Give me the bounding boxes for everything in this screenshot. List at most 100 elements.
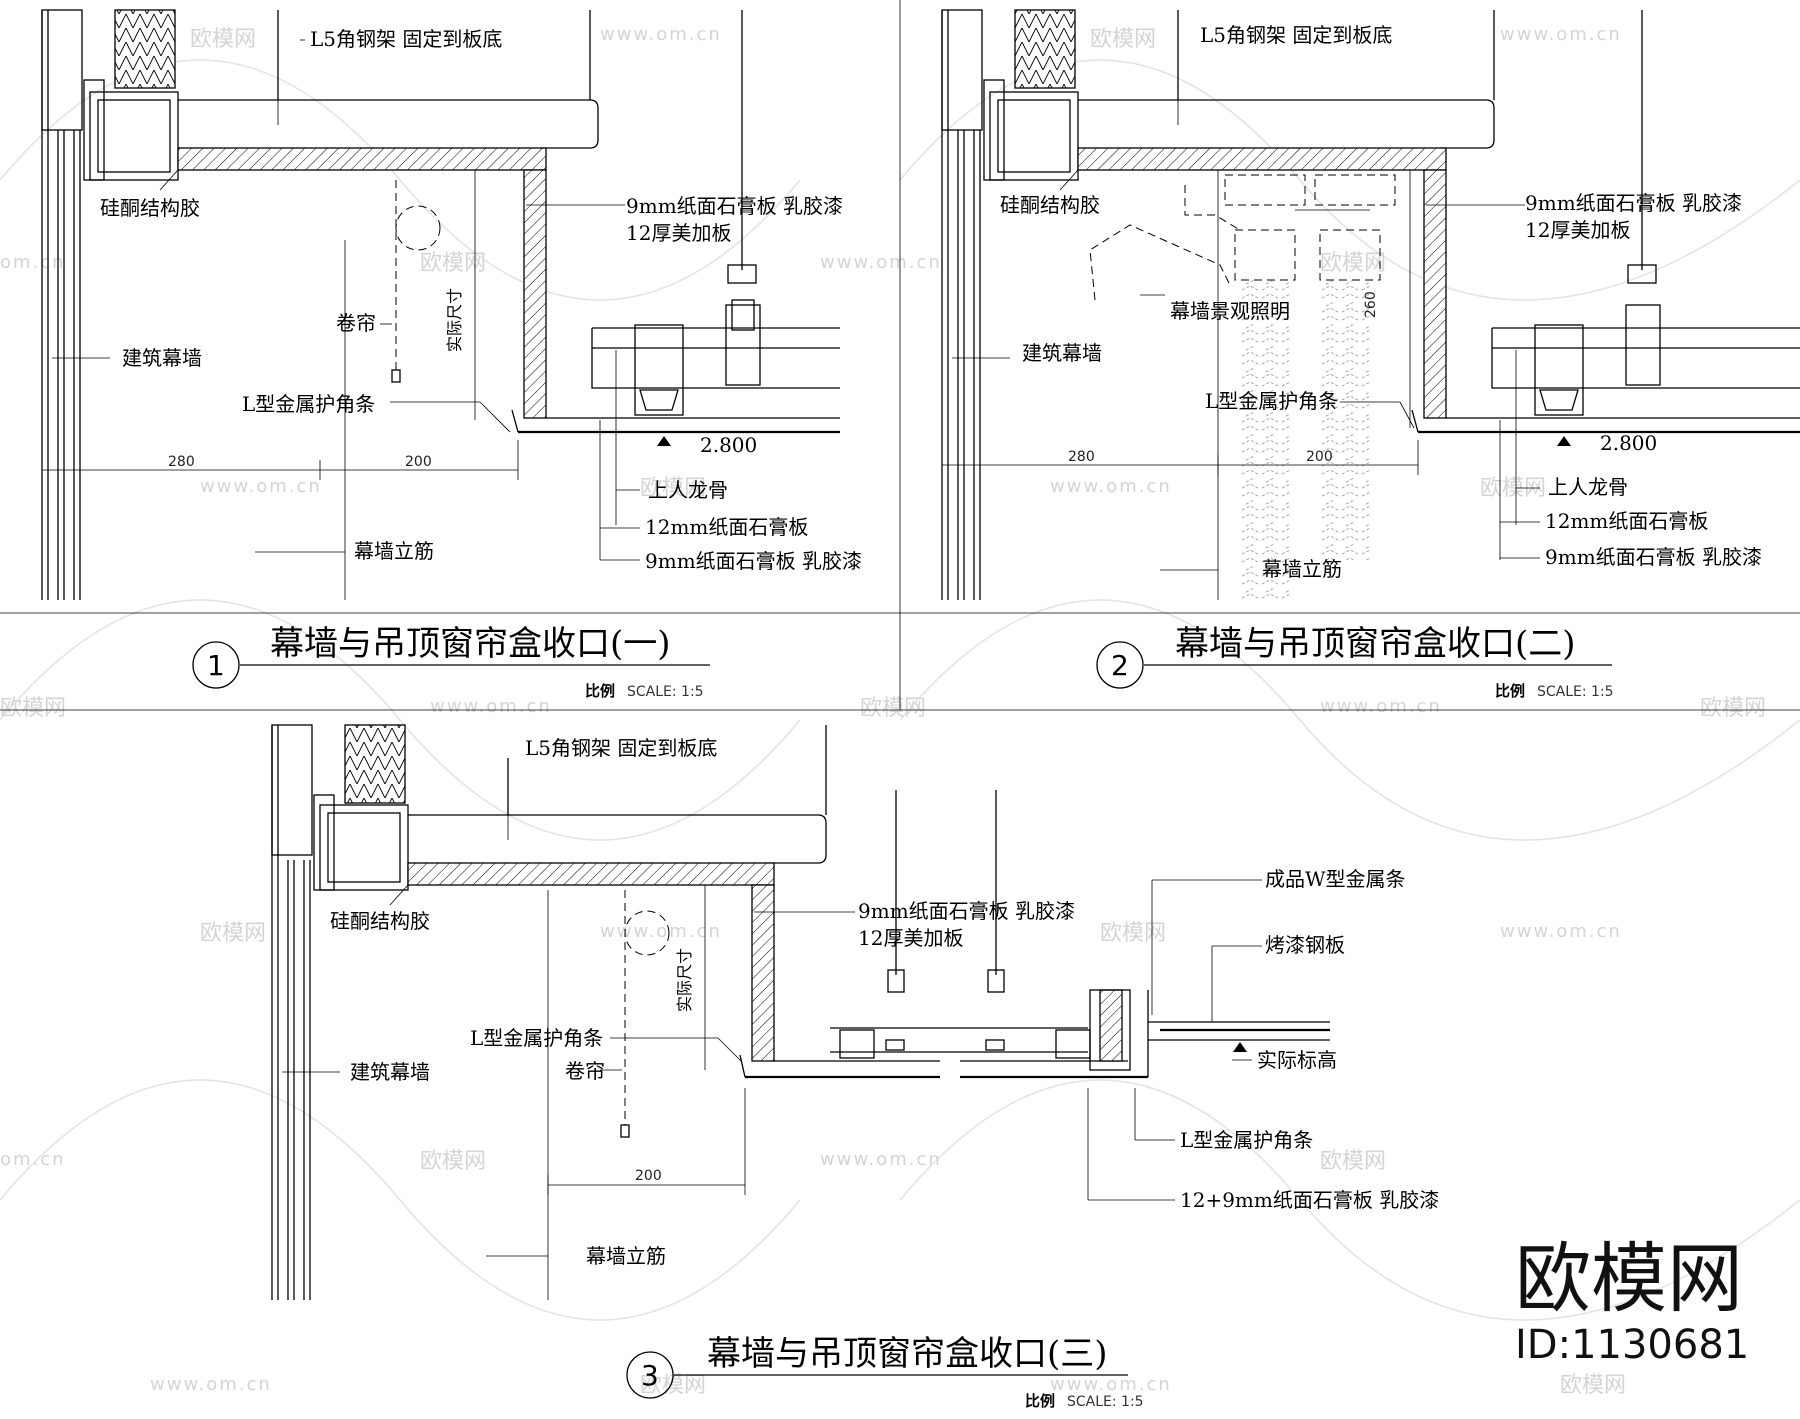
detail-number-circle [626, 1351, 674, 1399]
label-curtain-wall: 建筑幕墙 [1022, 341, 1102, 365]
label-silicone: 硅酮结构胶 [1000, 193, 1100, 217]
insulation-block [114, 9, 176, 89]
level-marker [657, 436, 671, 446]
curtain-wall-profile [941, 9, 1079, 600]
slab-outline [408, 814, 827, 864]
detail-number: 2 [1111, 649, 1129, 682]
label-gypsum-9mm: 9mm纸面石膏板 乳胶漆 [645, 549, 862, 573]
label-mullion: 幕墙立筋 [586, 1244, 666, 1268]
curtain-wall-profile [41, 9, 179, 600]
access-keel [634, 324, 684, 416]
label-actual-size: 实际尺寸 [445, 288, 464, 352]
label-actual-level: 实际标高 [1257, 1048, 1337, 1072]
detail-2: 280 200 260 2.800 L5角钢架 固定到板底 硅酮结构胶 9mm纸… [941, 9, 1800, 700]
leader-lines [52, 39, 640, 561]
dimension-280: 280 [1068, 449, 1095, 465]
watermark-brand: 欧模网 [1480, 476, 1546, 501]
landscape-lighting [1089, 174, 1396, 600]
detail-title: 幕墙与吊顶窗帘盒收口(三) [707, 1334, 1108, 1374]
label-curtain-wall: 建筑幕墙 [122, 346, 202, 370]
label-silicone: 硅酮结构胶 [330, 909, 430, 933]
label-corner-strip: L型金属护角条 [242, 392, 375, 416]
leader-lines [282, 815, 1262, 1257]
watermark-url: www.om.cn [1050, 1374, 1172, 1395]
watermark-brand: 欧模网 [1560, 1373, 1626, 1398]
level-value: 2.800 [700, 433, 757, 457]
detail-number-circle [192, 641, 240, 689]
watermark-brand: 欧模网 [1090, 27, 1156, 52]
watermark-brand: 欧模网 [0, 696, 66, 721]
watermark-url: www.om.cn [1320, 696, 1442, 717]
watermark-brand: 欧模网 [640, 476, 706, 501]
insulation-block [1014, 9, 1076, 89]
label-angle-steel: L5角钢架 固定到板底 [1200, 23, 1392, 47]
label-curtain-wall: 建筑幕墙 [350, 1060, 430, 1084]
label-gypsum-combo: 12+9mm纸面石膏板 乳胶漆 [1180, 1188, 1439, 1212]
label-access-keel: 上人龙骨 [1548, 475, 1628, 499]
watermark-url: www.om.cn [1500, 921, 1622, 942]
label-corner-strip: L型金属护角条 [1205, 389, 1338, 413]
label-access-keel: 上人龙骨 [648, 478, 728, 502]
watermark-url: www.om.cn [200, 476, 322, 497]
label-mullion: 幕墙立筋 [1262, 557, 1342, 581]
brand-mark: 欧模网 ID:1130681 [1515, 1234, 1749, 1368]
detail-number: 1 [207, 649, 225, 682]
label-roller-blind: 卷帘 [565, 1059, 605, 1083]
access-keel [839, 1029, 875, 1059]
label-gypsum-12mm: 12mm纸面石膏板 [1545, 509, 1708, 533]
detail-number: 3 [641, 1359, 659, 1392]
label-board-9mm: 9mm纸面石膏板 乳胶漆 [1525, 191, 1742, 215]
label-angle-steel: L5角钢架 固定到板底 [310, 27, 502, 51]
label-w-strip: 成品W型金属条 [1265, 867, 1406, 891]
ceiling-board [407, 862, 775, 886]
scale-value: SCALE: 1:5 [1537, 684, 1614, 700]
watermark-url: www.om.cn [1050, 476, 1172, 497]
detail-title: 幕墙与吊顶窗帘盒收口(二) [1175, 624, 1576, 664]
label-roller-blind: 卷帘 [336, 311, 376, 335]
label-angle-steel: L5角钢架 固定到板底 [525, 736, 717, 760]
roller-blind-symbol [395, 205, 441, 251]
curtain-box-side [523, 169, 547, 419]
insulation-block [344, 724, 406, 804]
label-corner-strip-right: L型金属护角条 [1180, 1128, 1313, 1152]
label-board-12: 12厚美加板 [1525, 218, 1630, 242]
scale-value: SCALE: 1:5 [1067, 1394, 1144, 1410]
scale-value: SCALE: 1:5 [627, 684, 704, 700]
detail-title: 幕墙与吊顶窗帘盒收口(一) [270, 624, 671, 664]
curtain-box-side [751, 884, 775, 1062]
watermark-brand: 欧模网 [420, 251, 486, 276]
brand-logo-text: 欧模网 [1515, 1234, 1743, 1323]
watermark-brand: 欧模网 [1100, 921, 1166, 946]
watermark-brand: 欧模网 [1700, 696, 1766, 721]
label-painted-steel: 烤漆钢板 [1265, 933, 1345, 957]
label-gypsum-9mm: 9mm纸面石膏板 乳胶漆 [1545, 545, 1762, 569]
watermark-brand: 欧模网 [420, 1149, 486, 1174]
label-board-9mm: 9mm纸面石膏板 乳胶漆 [626, 194, 843, 218]
dimension-200: 200 [1306, 449, 1333, 465]
dimension-260: 260 [1363, 291, 1379, 318]
watermark-layer: 欧模网 www.om.cn 欧模网 www.om.cn om.cn 欧模网 ww… [0, 24, 1800, 1398]
label-actual-size: 实际尺寸 [675, 948, 694, 1012]
slab-outline [1078, 99, 1495, 149]
label-gypsum-12mm: 12mm纸面石膏板 [645, 515, 808, 539]
watermark-url: www.om.cn [150, 1374, 272, 1395]
label-board-12: 12厚美加板 [858, 926, 963, 950]
label-board-12: 12厚美加板 [626, 221, 731, 245]
watermark-url: www.om.cn [600, 24, 722, 45]
curtain-box-side-right [1099, 989, 1123, 1062]
watermark-url: www.om.cn [820, 1149, 942, 1170]
watermark-brand: 欧模网 [190, 27, 256, 52]
watermark-url: www.om.cn [820, 252, 942, 273]
scale-label: 比例 [1025, 1392, 1055, 1410]
scale-label: 比例 [585, 682, 615, 700]
watermark-url: www.om.cn [1500, 24, 1622, 45]
access-keel [1534, 324, 1584, 416]
detail-number-circle [1096, 641, 1144, 689]
level-value: 2.800 [1600, 431, 1657, 455]
label-silicone: 硅酮结构胶 [100, 196, 200, 220]
watermark-brand: 欧模网 [1320, 251, 1386, 276]
dimension-200: 200 [405, 454, 432, 470]
ceiling-board [1077, 147, 1447, 171]
access-keel [1055, 1029, 1091, 1059]
